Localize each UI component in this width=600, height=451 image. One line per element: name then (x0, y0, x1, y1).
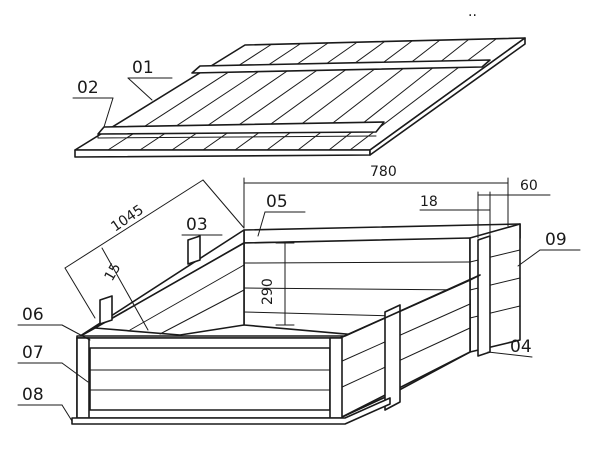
part-labels: 01 02 03 05 09 04 06 07 08 (22, 58, 567, 405)
label-01: 01 (132, 58, 154, 78)
label-04: 04 (510, 337, 532, 357)
dim-length: 1045 (108, 202, 146, 235)
label-08: 08 (22, 385, 44, 405)
dimension-lines (64, 177, 551, 331)
dim-post: 60 (520, 178, 538, 194)
label-02: 02 (77, 78, 99, 98)
dim-gap: 18 (420, 194, 438, 210)
crate-lid (74, 37, 526, 158)
crate-box (71, 223, 521, 425)
leader-lines (17, 77, 581, 422)
dim-width: 780 (370, 164, 397, 180)
speck-mark: .. (468, 4, 477, 20)
label-06: 06 (22, 305, 44, 325)
dim-thickness: 15 (102, 261, 125, 284)
dim-height: 290 (260, 278, 276, 305)
label-09: 09 (545, 230, 567, 250)
label-03: 03 (186, 215, 208, 235)
label-05: 05 (266, 192, 288, 212)
label-07: 07 (22, 343, 44, 363)
